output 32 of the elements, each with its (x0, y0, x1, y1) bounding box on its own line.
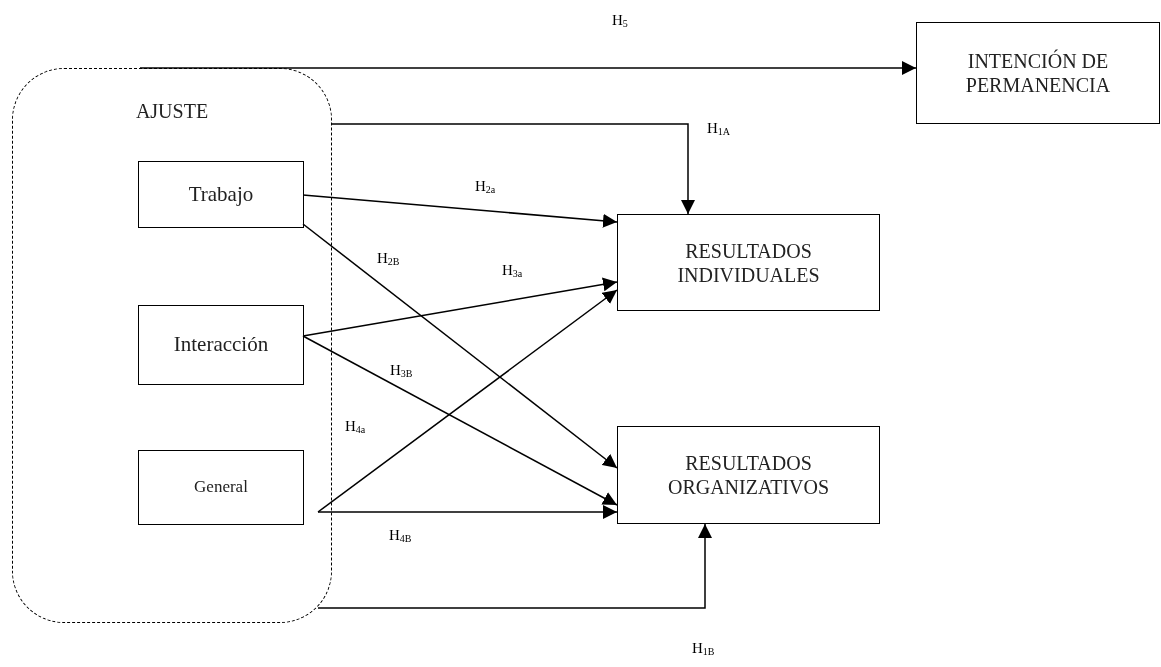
dashed-group-box (12, 68, 332, 623)
edge-label: H$_{3B}$ (388, 362, 415, 379)
arrow (302, 335, 618, 506)
arrow (317, 505, 618, 519)
construct-box (617, 426, 880, 524)
arrow (331, 123, 695, 215)
node-label: AJUSTE (135, 99, 209, 123)
node-label: General (194, 477, 248, 498)
edge-label: H$_{1A}$ (705, 120, 733, 137)
construct-box (617, 214, 880, 311)
arrow (317, 289, 618, 513)
edge-label: H$_{2B}$ (375, 250, 402, 267)
node-label: Trabajo (188, 181, 254, 208)
construct-box (916, 22, 1160, 124)
edge-label: H$_{4B}$ (387, 527, 414, 544)
arrow (302, 277, 618, 337)
arrow (302, 194, 618, 228)
node-label: INTENCIÓN DE PERMANENCIA (964, 49, 1112, 97)
edge-label: H$_{1B}$ (690, 640, 717, 657)
node-label: Interacción (173, 332, 269, 358)
arrow (317, 523, 712, 609)
edge-label: H$_{3a}$ (500, 262, 525, 279)
construct-box (138, 161, 304, 228)
node-label: RESULTADOS ORGANIZATIVOS (666, 451, 831, 499)
edge-label: H$_{4a}$ (343, 418, 368, 435)
arrow (302, 223, 618, 469)
construct-box (138, 305, 304, 385)
edge-label: H$_{2a}$ (473, 178, 498, 195)
node-label: RESULTADOS INDIVIDUALES (676, 238, 821, 287)
edge-label: H$_{5}$ (610, 12, 630, 29)
arrow (139, 61, 917, 75)
construct-box (138, 450, 304, 525)
